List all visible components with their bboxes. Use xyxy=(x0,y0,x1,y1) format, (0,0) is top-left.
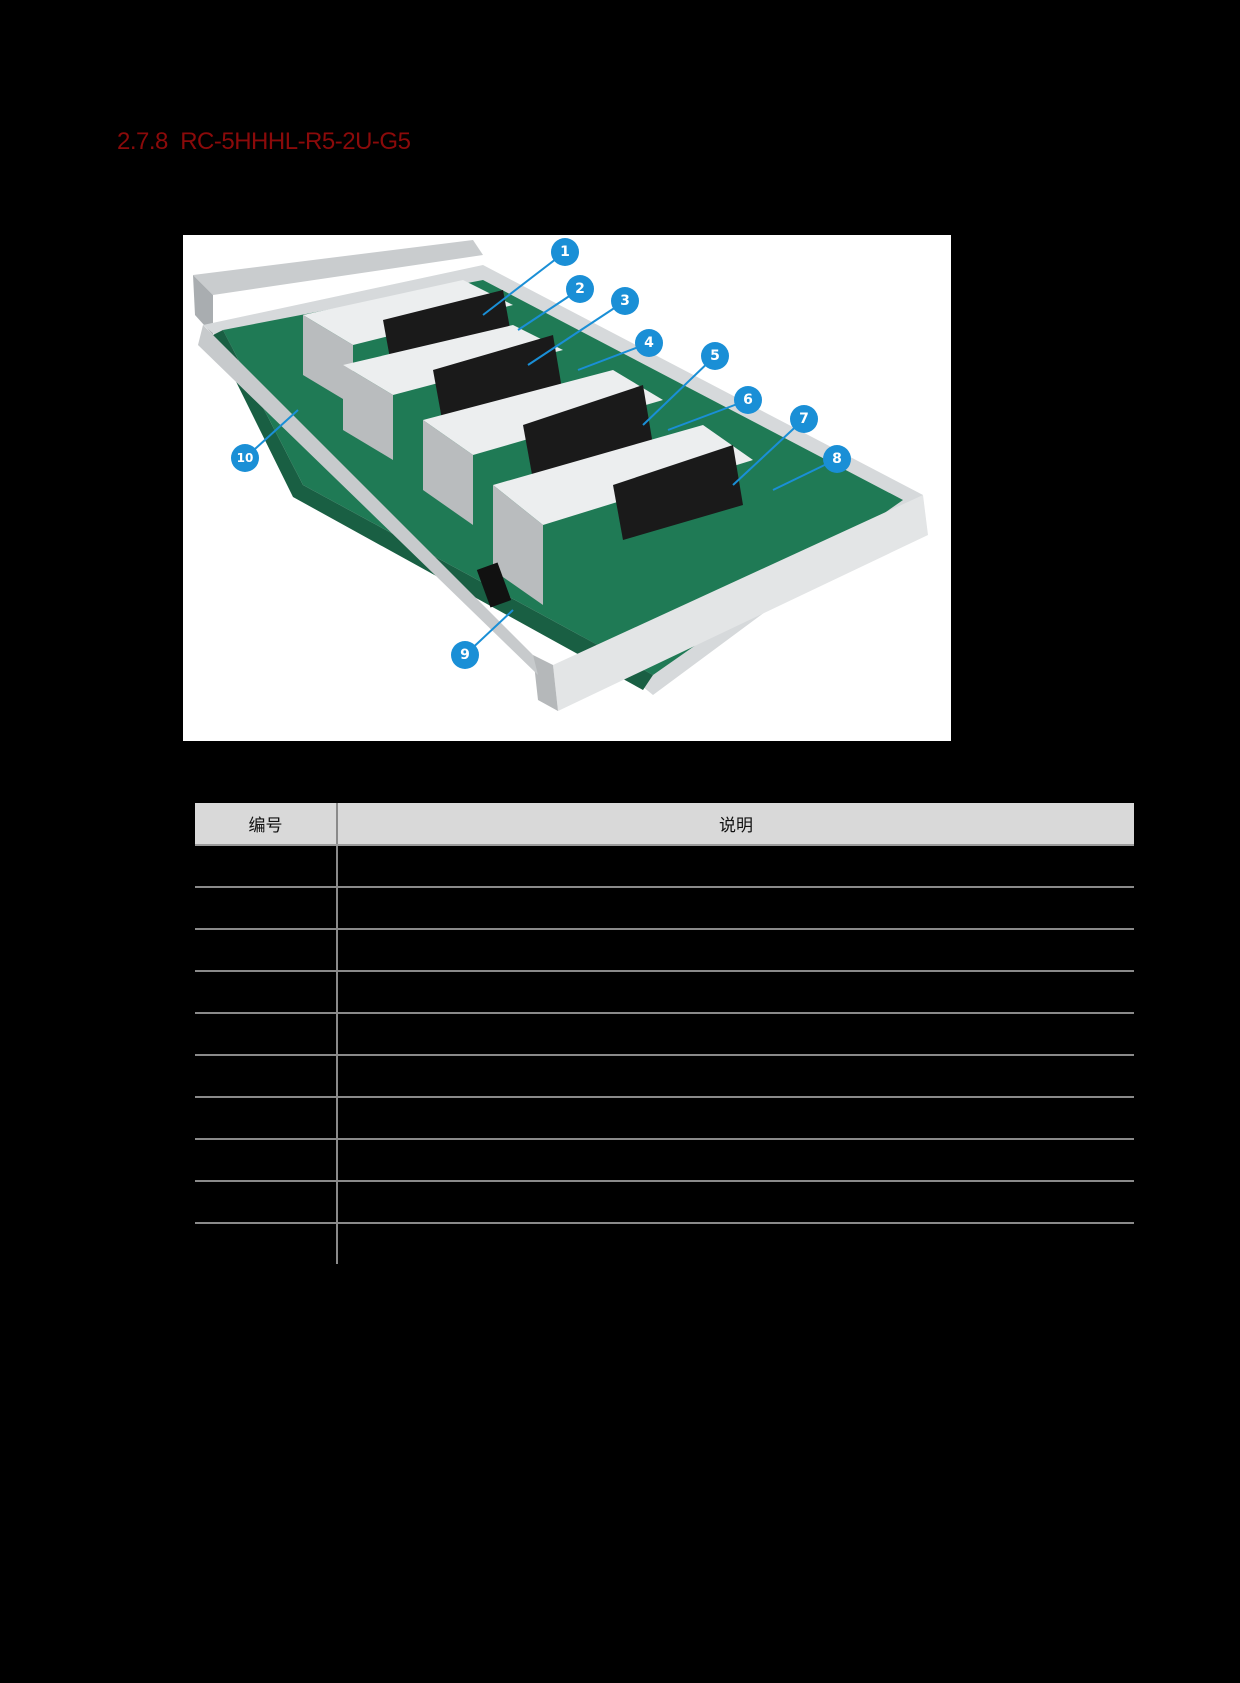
cell-description xyxy=(337,845,1134,888)
cell-number xyxy=(195,1013,338,1056)
callout-7: 7 xyxy=(790,405,818,433)
table-row xyxy=(195,1181,1134,1224)
section-heading: 2.7.8 RC-5HHHL-R5-2U-G5 xyxy=(117,128,411,155)
cell-number xyxy=(195,1097,338,1140)
table-header-row: 编号 说明 xyxy=(195,803,1134,846)
table-row xyxy=(195,845,1134,888)
cell-description xyxy=(337,1097,1134,1140)
cell-description xyxy=(337,1181,1134,1224)
callout-9: 9 xyxy=(451,641,479,669)
table-row xyxy=(195,887,1134,930)
table-row xyxy=(195,1139,1134,1182)
callout-10: 10 xyxy=(231,444,259,472)
table-row xyxy=(195,1097,1134,1140)
cell-description xyxy=(337,887,1134,930)
cell-number xyxy=(195,929,338,972)
callout-1: 1 xyxy=(551,238,579,266)
cell-number xyxy=(195,971,338,1014)
cell-number xyxy=(195,1181,338,1224)
cell-number xyxy=(195,887,338,930)
table-row xyxy=(195,1055,1134,1098)
callout-8: 8 xyxy=(823,445,851,473)
cell-description xyxy=(337,1139,1134,1182)
callout-5: 5 xyxy=(701,342,729,370)
table-row xyxy=(195,1223,1134,1264)
component-description-table: 编号 说明 xyxy=(195,803,1134,1264)
cell-description xyxy=(337,929,1134,972)
table-row xyxy=(195,971,1134,1014)
cell-description xyxy=(337,1223,1134,1264)
callout-4: 4 xyxy=(635,329,663,357)
cell-number xyxy=(195,1223,338,1264)
cell-number xyxy=(195,845,338,888)
cell-number xyxy=(195,1055,338,1098)
product-figure: 1 2 3 4 5 6 7 8 9 10 xyxy=(183,235,951,741)
header-number: 编号 xyxy=(195,803,338,846)
cell-number xyxy=(195,1139,338,1182)
table-row xyxy=(195,1013,1134,1056)
callout-2: 2 xyxy=(566,275,594,303)
table-row xyxy=(195,929,1134,972)
riser-card-illustration xyxy=(193,240,928,711)
cell-description xyxy=(337,971,1134,1014)
header-description: 说明 xyxy=(337,803,1134,846)
callout-6: 6 xyxy=(734,386,762,414)
cell-description xyxy=(337,1055,1134,1098)
cell-description xyxy=(337,1013,1134,1056)
callout-3: 3 xyxy=(611,287,639,315)
